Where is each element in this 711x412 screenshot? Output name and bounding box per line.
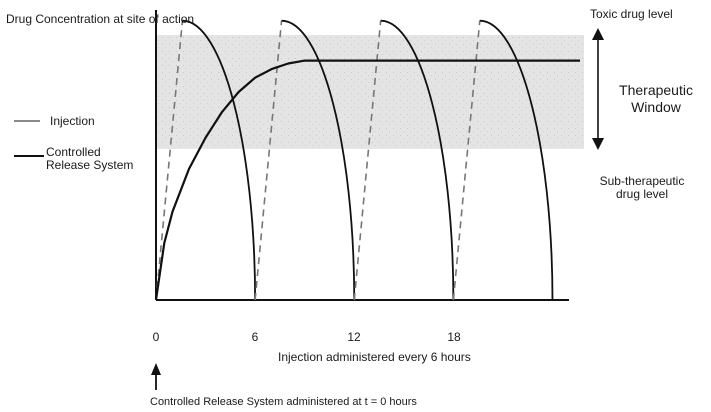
window-arrow-down-head: [592, 138, 604, 150]
subtherapeutic-level-label: Sub-therapeutic drug level: [599, 174, 685, 201]
window-arrow-up-head: [592, 28, 604, 40]
t0-arrow-head: [151, 363, 161, 375]
x-tick-6: 6: [251, 330, 259, 344]
injection-decay-1: [281, 19, 356, 301]
y-axis-label: Drug Concentration at site of action: [6, 12, 195, 26]
x-tick-0: 0: [152, 330, 160, 344]
x-tick-12: 12: [347, 330, 361, 344]
toxic-level-label: Toxic drug level: [590, 7, 673, 21]
crs-administered-note: Controlled Release System administered a…: [150, 396, 417, 408]
therapeutic-window-label: Therapeutic Window: [619, 82, 693, 115]
legend-injection-label: Injection: [50, 114, 95, 128]
legend-crs-label: Controlled Release System: [46, 145, 134, 172]
injection-rise-2: [353, 20, 382, 301]
x-tick-18: 18: [447, 330, 461, 344]
x-axis-label: Injection administered every 6 hours: [278, 350, 471, 364]
injection-rise-3: [452, 20, 481, 301]
controlled-release-curve: [154, 59, 580, 301]
injection-decay-3: [479, 19, 554, 301]
injection-decay-2: [380, 19, 455, 301]
injection-rise-0: [155, 20, 184, 301]
injection-decay-0: [182, 19, 257, 301]
